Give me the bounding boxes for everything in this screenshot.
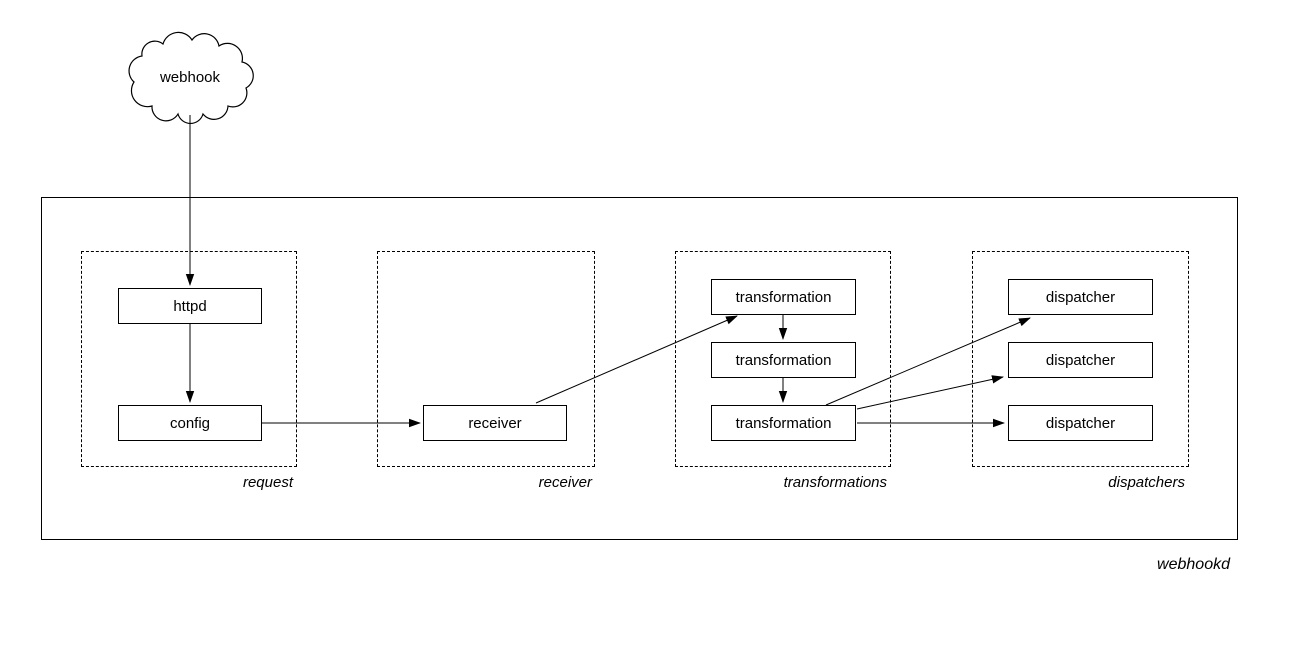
edge-transformation3-dispatcher2 (856, 375, 1004, 410)
webhookd-container-box (41, 197, 1238, 540)
webhookd-container-label: webhookd (1157, 556, 1230, 573)
node-dispatcher-1: dispatcher (1008, 279, 1153, 315)
group-label-receiver: receiver (538, 474, 592, 491)
edge-receiver-transformation1 (535, 315, 738, 404)
node-config: config (118, 405, 262, 441)
node-transformation-1: transformation (711, 279, 856, 315)
node-dispatcher-2: dispatcher (1008, 342, 1153, 378)
group-label-dispatchers: dispatchers (1108, 474, 1185, 491)
group-box-dispatchers (972, 251, 1189, 467)
group-box-receiver (377, 251, 595, 467)
node-transformation-2: transformation (711, 342, 856, 378)
group-box-transformations (675, 251, 891, 467)
cloud-node-webhook: webhook (159, 69, 221, 86)
group-box-request (81, 251, 297, 467)
node-dispatcher-3: dispatcher (1008, 405, 1153, 441)
node-httpd: httpd (118, 288, 262, 324)
cloud-shape (128, 31, 254, 125)
group-label-transformations: transformations (783, 474, 887, 491)
node-receiver: receiver (423, 405, 567, 441)
node-transformation-3: transformation (711, 405, 856, 441)
group-label-request: request (242, 474, 293, 491)
edge-transformation3-dispatcher1 (825, 317, 1031, 406)
